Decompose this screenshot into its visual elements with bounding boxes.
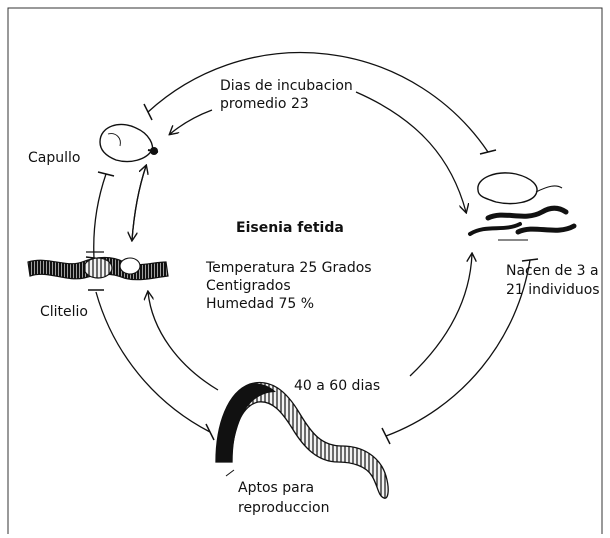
capullo-clitelio-double-arrow [132, 166, 146, 240]
nacen-label-line-2: 21 individuos [506, 282, 600, 298]
growth-arrow [410, 254, 472, 376]
aptos-label-line-1: Aptos para [238, 480, 314, 496]
incubation-arrow [170, 92, 466, 212]
clitelio-label: Clitelio [40, 304, 88, 320]
aptos-label-line-2: reproduccion [238, 500, 329, 516]
nacen-label-line-1: Nacen de 3 a [506, 263, 599, 279]
growth-duration-label: 40 a 60 dias [294, 378, 380, 394]
top-cycle-arc [144, 53, 496, 154]
capullo-label: Capullo [28, 150, 80, 166]
incubation-label-line-1: Dias de incubacion [220, 78, 353, 94]
hatching-worms-illustration [470, 173, 574, 240]
clitellate-worm-illustration [28, 252, 168, 280]
cocoon-illustration [100, 124, 158, 161]
incubation-label-line-2: promedio 23 [220, 96, 309, 112]
condition-line-1: Temperatura 25 Grados [205, 260, 372, 276]
condition-line-3: Humedad 75 % [206, 296, 314, 312]
condition-line-2: Centigrados [206, 278, 291, 294]
bottom-left-cycle-arc [88, 290, 214, 440]
left-cycle-arc [86, 172, 114, 259]
diagram-title: Eisenia fetida [236, 220, 344, 236]
